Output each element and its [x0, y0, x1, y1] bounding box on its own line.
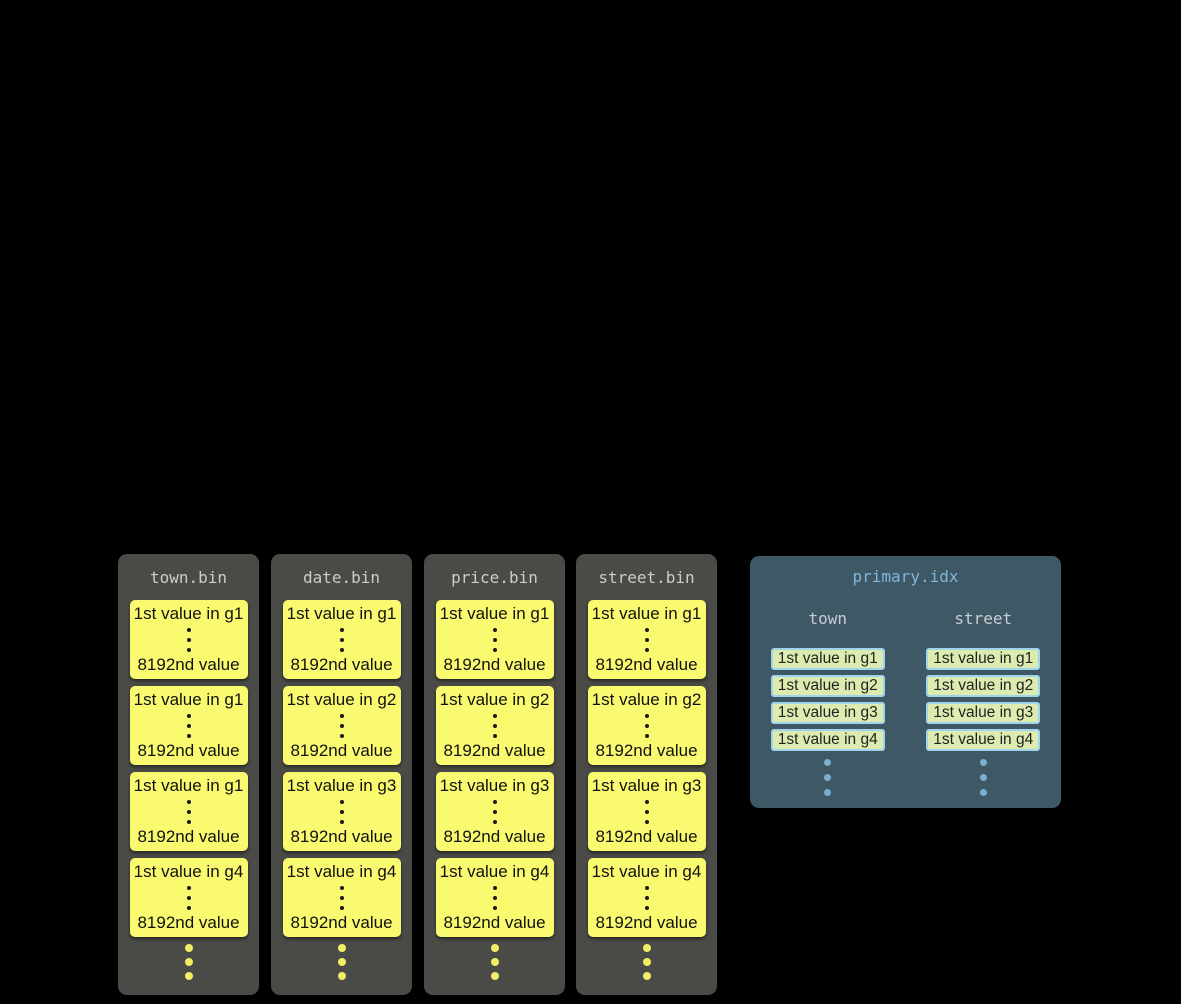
index-entry: 1st value in g2 — [770, 675, 885, 697]
bin-file-title: street.bin — [598, 567, 695, 587]
vertical-ellipsis-icon — [186, 713, 191, 738]
vertical-ellipsis-icon — [186, 799, 191, 824]
granule-first-value: 1st value in g4 — [439, 862, 550, 881]
granule-block: 1st value in g4 8192nd value — [282, 858, 401, 937]
granule-last-value: 8192nd value — [290, 827, 393, 846]
vertical-ellipsis-icon — [644, 713, 649, 738]
granule-last-value: 8192nd value — [137, 741, 240, 760]
vertical-ellipsis-icon — [492, 885, 497, 910]
granule-last-value: 8192nd value — [137, 913, 240, 932]
bin-file-town: town.bin 1st value in g1 8192nd value 1s… — [118, 554, 259, 995]
granule-first-value: 1st value in g3 — [591, 776, 702, 795]
granule-last-value: 8192nd value — [595, 827, 698, 846]
granule-last-value: 8192nd value — [137, 655, 240, 674]
granule-last-value: 8192nd value — [290, 913, 393, 932]
granule-block-list: 1st value in g1 8192nd value 1st value i… — [424, 600, 565, 937]
index-column-header-town: town — [808, 609, 848, 628]
bin-file-title: price.bin — [451, 567, 538, 587]
granule-block-list: 1st value in g1 8192nd value 1st value i… — [576, 600, 717, 937]
granule-first-value: 1st value in g1 — [133, 776, 244, 795]
index-entries: 1st value in g1 1st value in g2 1st valu… — [750, 648, 1061, 796]
vertical-ellipsis-icon — [492, 799, 497, 824]
granule-block: 1st value in g1 8192nd value — [587, 600, 706, 679]
vertical-ellipsis-icon — [339, 885, 344, 910]
index-entries-town: 1st value in g1 1st value in g2 1st valu… — [750, 648, 906, 796]
bin-file-price: price.bin 1st value in g1 8192nd value 1… — [424, 554, 565, 995]
granule-block: 1st value in g2 8192nd value — [282, 686, 401, 765]
index-entry: 1st value in g2 — [926, 675, 1041, 697]
index-entry: 1st value in g3 — [770, 702, 885, 724]
granule-block: 1st value in g4 8192nd value — [129, 858, 248, 937]
granule-first-value: 1st value in g4 — [286, 862, 397, 881]
granule-last-value: 8192nd value — [137, 827, 240, 846]
bin-file-title: town.bin — [149, 567, 228, 587]
granule-last-value: 8192nd value — [290, 655, 393, 674]
vertical-ellipsis-icon — [492, 713, 497, 738]
primary-index-panel: primary.idx town street 1st value in g1 … — [750, 556, 1061, 808]
granule-block: 1st value in g1 8192nd value — [435, 600, 554, 679]
granule-last-value: 8192nd value — [595, 913, 698, 932]
vertical-ellipsis-icon — [339, 713, 344, 738]
vertical-ellipsis-icon — [644, 627, 649, 652]
index-entry: 1st value in g4 — [770, 729, 885, 751]
index-entry: 1st value in g1 — [770, 648, 885, 670]
more-blocks-ellipsis-icon — [118, 944, 259, 980]
granule-first-value: 1st value in g4 — [133, 862, 244, 881]
granule-block: 1st value in g1 8192nd value — [129, 600, 248, 679]
vertical-ellipsis-icon — [644, 885, 649, 910]
more-entries-ellipsis-icon — [824, 759, 832, 796]
granule-block: 1st value in g1 8192nd value — [282, 600, 401, 679]
vertical-ellipsis-icon — [644, 799, 649, 824]
granule-block: 1st value in g4 8192nd value — [587, 858, 706, 937]
index-entry: 1st value in g1 — [926, 648, 1041, 670]
granule-first-value: 1st value in g1 — [439, 604, 550, 623]
granule-block: 1st value in g1 8192nd value — [129, 772, 248, 851]
granule-last-value: 8192nd value — [443, 913, 546, 932]
granule-block: 1st value in g4 8192nd value — [435, 858, 554, 937]
granule-block: 1st value in g3 8192nd value — [435, 772, 554, 851]
more-blocks-ellipsis-icon — [576, 944, 717, 980]
granule-last-value: 8192nd value — [443, 827, 546, 846]
granule-first-value: 1st value in g1 — [133, 690, 244, 709]
vertical-ellipsis-icon — [339, 627, 344, 652]
granule-last-value: 8192nd value — [443, 655, 546, 674]
vertical-ellipsis-icon — [186, 885, 191, 910]
bin-file-street: street.bin 1st value in g1 8192nd value … — [576, 554, 717, 995]
vertical-ellipsis-icon — [186, 627, 191, 652]
bin-file-title: date.bin — [302, 567, 381, 587]
bin-file-date: date.bin 1st value in g1 8192nd value 1s… — [271, 554, 412, 995]
more-blocks-ellipsis-icon — [271, 944, 412, 980]
index-file-title: primary.idx — [852, 567, 959, 586]
index-entry: 1st value in g4 — [926, 729, 1041, 751]
vertical-ellipsis-icon — [339, 799, 344, 824]
granule-block: 1st value in g2 8192nd value — [435, 686, 554, 765]
granule-block: 1st value in g3 8192nd value — [587, 772, 706, 851]
granule-block-list: 1st value in g1 8192nd value 1st value i… — [118, 600, 259, 937]
granule-last-value: 8192nd value — [290, 741, 393, 760]
granule-block-list: 1st value in g1 8192nd value 1st value i… — [271, 600, 412, 937]
granule-first-value: 1st value in g3 — [286, 776, 397, 795]
granule-first-value: 1st value in g1 — [133, 604, 244, 623]
granule-first-value: 1st value in g2 — [439, 690, 550, 709]
granule-block: 1st value in g2 8192nd value — [587, 686, 706, 765]
vertical-ellipsis-icon — [492, 627, 497, 652]
more-blocks-ellipsis-icon — [424, 944, 565, 980]
index-column-header-street: street — [954, 609, 1013, 628]
granule-block: 1st value in g1 8192nd value — [129, 686, 248, 765]
granule-block: 1st value in g3 8192nd value — [282, 772, 401, 851]
index-column-headers: town street — [750, 609, 1061, 628]
granule-first-value: 1st value in g2 — [591, 690, 702, 709]
granule-first-value: 1st value in g1 — [591, 604, 702, 623]
granule-first-value: 1st value in g1 — [286, 604, 397, 623]
granule-last-value: 8192nd value — [595, 655, 698, 674]
granule-first-value: 1st value in g2 — [286, 690, 397, 709]
granule-first-value: 1st value in g3 — [439, 776, 550, 795]
granule-last-value: 8192nd value — [595, 741, 698, 760]
granule-first-value: 1st value in g4 — [591, 862, 702, 881]
index-entry: 1st value in g3 — [926, 702, 1041, 724]
index-entries-street: 1st value in g1 1st value in g2 1st valu… — [906, 648, 1062, 796]
granule-last-value: 8192nd value — [443, 741, 546, 760]
more-entries-ellipsis-icon — [979, 759, 987, 796]
